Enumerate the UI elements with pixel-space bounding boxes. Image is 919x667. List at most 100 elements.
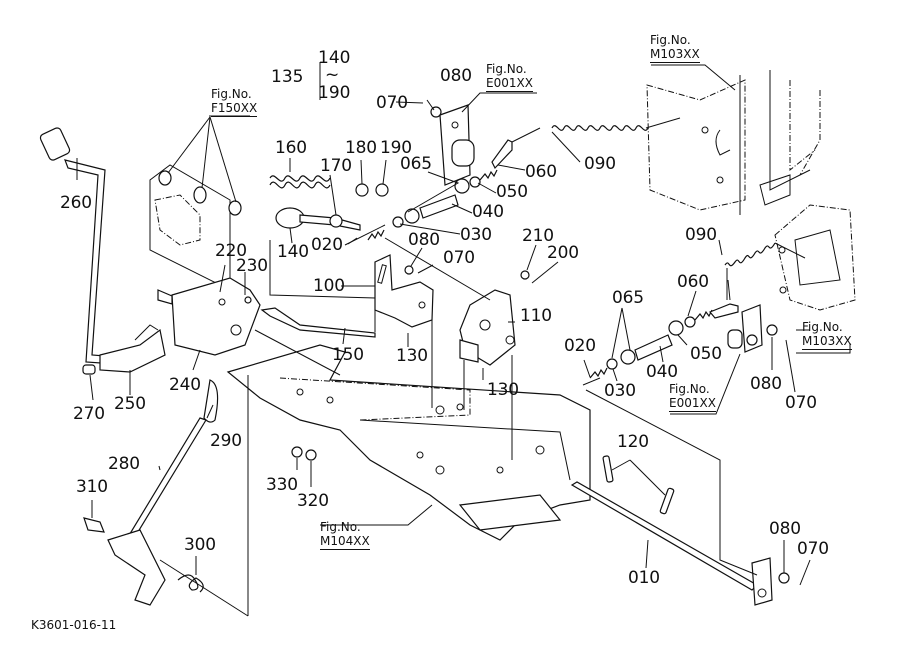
- part-label-080[interactable]: 080: [750, 374, 782, 394]
- part-label-220[interactable]: 220: [215, 241, 247, 261]
- part-label-270[interactable]: 270: [73, 404, 105, 424]
- part-label-080[interactable]: 080: [440, 66, 472, 86]
- part-label-170[interactable]: 170: [320, 156, 352, 176]
- part-label-030[interactable]: 030: [460, 225, 492, 245]
- part-label-065[interactable]: 065: [400, 154, 432, 174]
- part-label-050[interactable]: 050: [496, 182, 528, 202]
- part-label-240[interactable]: 240: [169, 375, 201, 395]
- spring-090-right: [724, 242, 776, 267]
- figure-ref-code: E001XX: [486, 76, 533, 92]
- part-label-110[interactable]: 110: [520, 306, 552, 326]
- part-label-260[interactable]: 260: [60, 193, 92, 213]
- part-label-070[interactable]: 070: [443, 248, 475, 268]
- part-label-250[interactable]: 250: [114, 394, 146, 414]
- part-label-160[interactable]: 160: [275, 138, 307, 158]
- washer-210: [520, 270, 530, 280]
- main-frame: [226, 344, 591, 541]
- part-label-130[interactable]: 130: [487, 380, 519, 400]
- figure-ref-e001-top[interactable]: Fig.No. E001XX: [486, 62, 533, 92]
- part-label-190[interactable]: 190: [380, 138, 412, 158]
- spring-300: [177, 574, 204, 593]
- part-label-070[interactable]: 070: [785, 393, 817, 413]
- washer-080-right: [766, 324, 778, 336]
- part-label-280[interactable]: 280: [108, 454, 140, 474]
- diagram-caption: K3601-016-11: [31, 618, 117, 632]
- part-label-130[interactable]: 130: [396, 346, 428, 366]
- part-label-070[interactable]: 070: [797, 539, 829, 559]
- part-label-060[interactable]: 060: [677, 272, 709, 292]
- part-label-020[interactable]: 020: [564, 336, 596, 356]
- f150-bracket: [149, 164, 242, 291]
- leader-lines: [76, 62, 851, 617]
- nut-190: [375, 183, 389, 197]
- part-label-080[interactable]: 080: [408, 230, 440, 250]
- figure-ref-prefix: Fig.No.: [650, 33, 691, 47]
- rod-150: [260, 307, 376, 338]
- shaft-010: [570, 455, 773, 606]
- figure-ref-code: E001XX: [669, 396, 716, 412]
- part-label-180[interactable]: 180: [345, 138, 377, 158]
- figure-ref-code: M103XX: [650, 47, 700, 63]
- part-label-310[interactable]: 310: [76, 477, 108, 497]
- right-rod-assembly: [582, 303, 739, 386]
- figure-ref-prefix: Fig.No.: [320, 520, 361, 534]
- right-bracket: [774, 204, 856, 311]
- part-label-300[interactable]: 300: [184, 535, 216, 555]
- part-label-100[interactable]: 100: [313, 276, 345, 296]
- figure-ref-m103-top[interactable]: Fig.No. M103XX: [650, 33, 700, 63]
- e001-plate-right: [727, 304, 763, 353]
- figure-ref-prefix: Fig.No.: [669, 382, 710, 396]
- part-label-030[interactable]: 030: [604, 381, 636, 401]
- figure-ref-code: F150XX: [211, 101, 258, 117]
- figure-ref-m103-right[interactable]: Fig.No. M103XX: [802, 320, 852, 350]
- part-label-120[interactable]: 120: [617, 432, 649, 452]
- e001-plate-top: [439, 104, 475, 186]
- figure-ref-e001-right[interactable]: Fig.No. E001XX: [669, 382, 716, 412]
- nut-330: [291, 446, 303, 458]
- part-label-320[interactable]: 320: [297, 491, 329, 511]
- part-label-070[interactable]: 070: [376, 93, 408, 113]
- nut-180: [355, 183, 369, 197]
- part-label-065[interactable]: 065: [612, 288, 644, 308]
- figure-ref-prefix: Fig.No.: [802, 320, 843, 334]
- upper-right-bracket: [646, 70, 821, 215]
- part-label-090[interactable]: 090: [584, 154, 616, 174]
- part-label-200[interactable]: 200: [547, 243, 579, 263]
- spring-160: [269, 175, 331, 189]
- spring-090-top: [551, 125, 649, 131]
- part-label-010[interactable]: 010: [628, 568, 660, 588]
- figure-ref-code: M104XX: [320, 534, 370, 550]
- range-group-label: 135: [271, 67, 304, 87]
- part-label-040[interactable]: 040: [646, 362, 678, 382]
- part-label-330[interactable]: 330: [266, 475, 298, 495]
- part-label-060[interactable]: 060: [525, 162, 557, 182]
- nut-320: [305, 449, 317, 461]
- part-label-090[interactable]: 090: [685, 225, 717, 245]
- washer-080-mid: [404, 265, 414, 275]
- part-label-040[interactable]: 040: [472, 202, 504, 222]
- bracket-100: [374, 254, 434, 328]
- part-label-150[interactable]: 150: [332, 345, 364, 365]
- part-label-290[interactable]: 290: [210, 431, 242, 451]
- part-label-230[interactable]: 230: [236, 256, 268, 276]
- bracket-240: [157, 277, 261, 356]
- range-group-tilde: ~: [325, 65, 340, 85]
- figure-ref-code: M103XX: [802, 334, 852, 350]
- part-label-080[interactable]: 080: [769, 519, 801, 539]
- washer-080-bottom: [778, 572, 790, 584]
- part-label-050[interactable]: 050: [690, 344, 722, 364]
- part-label-020[interactable]: 020: [311, 235, 343, 255]
- figure-ref-f150[interactable]: Fig.No. F150XX: [211, 87, 258, 117]
- lever-280: [83, 379, 219, 606]
- figure-ref-prefix: Fig.No.: [486, 62, 527, 76]
- figure-ref-prefix: Fig.No.: [211, 87, 252, 101]
- range-group-from: 140: [318, 48, 351, 68]
- bracket-110: [459, 289, 516, 366]
- pedal-lever: [39, 127, 166, 375]
- figure-ref-m104[interactable]: Fig.No. M104XX: [320, 520, 370, 550]
- part-label-210[interactable]: 210: [522, 226, 554, 246]
- upper-rod-assembly: [344, 139, 513, 246]
- part-label-140[interactable]: 140: [277, 242, 309, 262]
